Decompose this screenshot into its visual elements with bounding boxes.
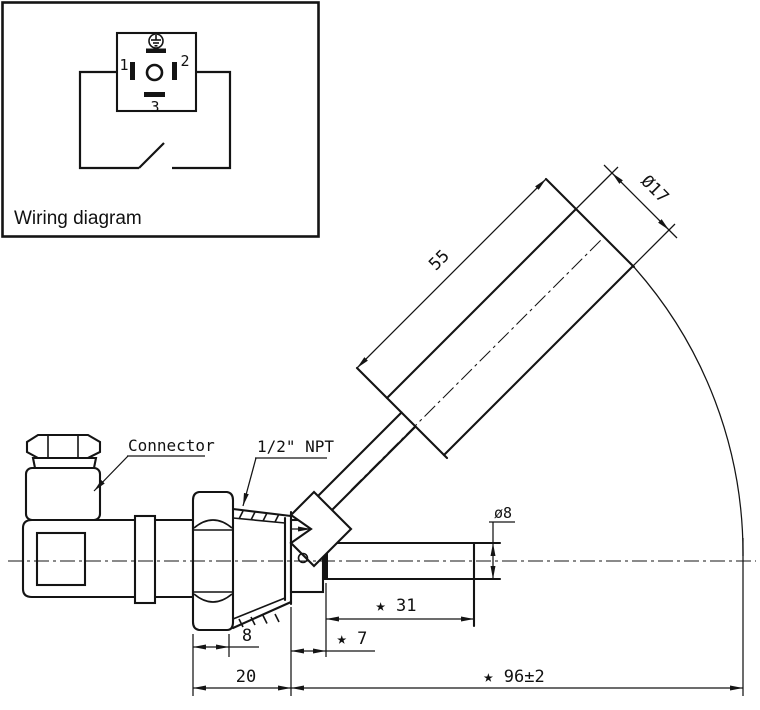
float-arm-upper-edge	[316, 411, 403, 498]
switch-blade	[138, 142, 165, 169]
leader-labels: Connector 1/2" NPT	[93, 436, 334, 507]
pin-2-label: 2	[180, 52, 189, 70]
dim-float-length-text: 55	[425, 246, 454, 275]
dim-head-length-text: 20	[236, 667, 256, 687]
float-swing-arc	[632, 265, 744, 557]
gland-washer	[31, 456, 98, 470]
dim-overall-length: ★ 96±2	[291, 667, 743, 691]
connector-window	[35, 531, 87, 587]
process-fitting	[191, 490, 502, 632]
dim-overall-length-text: ★ 96±2	[483, 667, 544, 687]
dim-hex-nut-width-text: 8	[242, 626, 252, 646]
wire-left	[78, 70, 139, 170]
dim-stem-offset: ★ 7	[291, 629, 375, 654]
connector-label-group: Connector	[93, 436, 215, 492]
float-axis-centerline	[350, 236, 605, 491]
pin-1-contact	[130, 62, 135, 80]
float-arm-lower-edge	[330, 425, 417, 512]
cable-gland-nut	[25, 433, 102, 460]
npt-label-group: 1/2" NPT	[242, 437, 334, 507]
hinge-block	[289, 490, 353, 568]
dim-head-length: 20	[193, 667, 291, 691]
pin-3-label: 3	[150, 98, 159, 116]
dim-stem-length: ★ 31	[326, 596, 474, 622]
float-lower-end-face	[355, 366, 449, 460]
wiring-diagram-title: Wiring diagram	[14, 208, 142, 229]
pin-2-contact	[172, 62, 177, 80]
pin-1-label: 1	[119, 56, 128, 74]
hinge-pivot-pin	[297, 552, 309, 564]
npt-thread-label: 1/2" NPT	[257, 437, 334, 456]
center-boss-circle	[145, 63, 164, 82]
wire-right	[172, 70, 232, 170]
dim-stem-diameter: ø8	[489, 504, 515, 579]
dim-hex-nut-width: 8	[193, 626, 259, 650]
housing-flange	[133, 514, 157, 605]
connector-label: Connector	[128, 436, 215, 455]
dim-stem-offset-text: ★ 7	[337, 629, 368, 649]
dim-stem-diameter-text: ø8	[494, 504, 512, 522]
gland-body	[24, 466, 102, 522]
pin-3-contact	[144, 92, 165, 97]
wiring-diagram-border	[1, 1, 320, 238]
dim-float-length: 55	[356, 178, 547, 369]
connector-assembly	[21, 433, 195, 605]
thread-crest-ticks	[238, 510, 280, 628]
wiring-diagram-panel: 1 2 3 Wiring diagram	[1, 1, 320, 238]
npt-thread	[231, 507, 293, 630]
dim-float-diameter: Ø17	[575, 164, 678, 267]
dim-float-diameter-text: Ø17	[637, 172, 673, 208]
ground-symbol-icon	[146, 33, 166, 53]
float-upper-end-face	[544, 177, 636, 269]
hex-nut	[191, 490, 235, 632]
dim-stem-length-text: ★ 31	[376, 596, 417, 616]
